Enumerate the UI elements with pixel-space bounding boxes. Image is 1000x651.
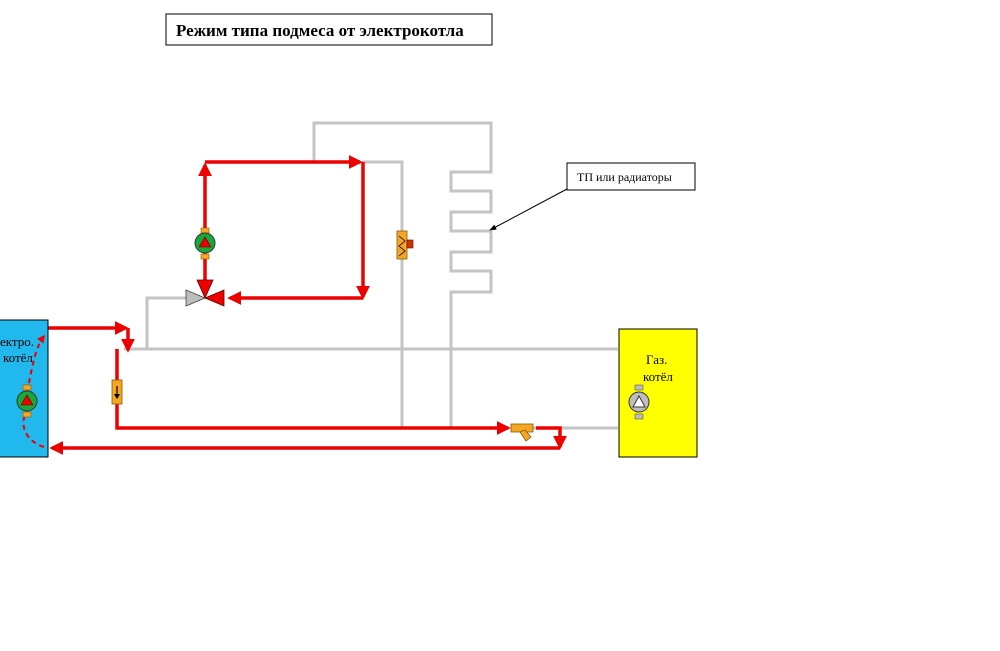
flow-return-drop [536,426,567,450]
circulation-pump-icon [194,227,216,260]
diagram-title: Режим типа подмеса от электрокотла [176,21,464,40]
electric-boiler: ектро. котёл [0,319,48,458]
gas-boiler: Газ. котёл [618,328,698,458]
gray-pipe-valve-left-branch [145,296,188,349]
gas-boiler-pump-icon [628,384,650,420]
gas-boiler-label-line1: Газ. [646,352,667,367]
circulation-pump-icon [16,384,38,418]
bypass-valve-icon [396,230,414,260]
check-valve-icon [111,379,123,405]
strainer-icon [510,423,534,442]
electric-boiler-label-line2: котёл [3,350,33,365]
electric-boiler-label-line1: ектро. [0,334,34,349]
callout-pointer [489,188,568,231]
title-box: Режим типа подмеса от электрокотла [165,13,493,46]
internal-circulation-flow [22,336,44,448]
gray-pipe-bypass-vertical [362,160,404,428]
gas-boiler-label-line2: котёл [643,369,673,384]
flow-supply-bypass-down [115,349,511,435]
radiator-loop [312,121,493,428]
callout-label: ТП или радиаторы [577,170,672,184]
callout: ТП или радиаторы [489,162,696,231]
three-way-mixing-valve-icon [185,279,225,307]
